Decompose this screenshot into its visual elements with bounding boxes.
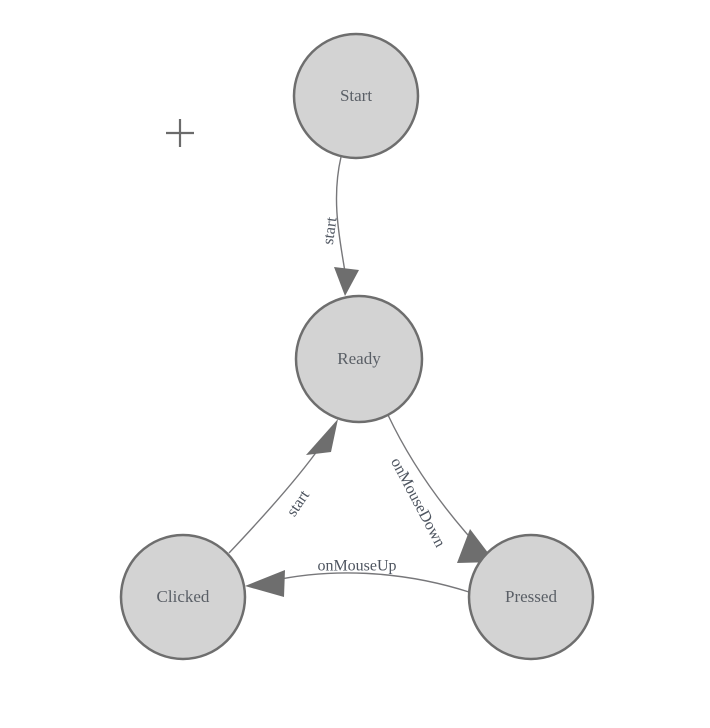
edge-pressed-to-clicked[interactable]: onMouseUp bbox=[245, 558, 470, 597]
node-start-label: Start bbox=[340, 86, 372, 105]
edge-clicked-to-ready-label: start bbox=[284, 487, 314, 520]
edge-start-to-ready-path bbox=[335, 156, 346, 273]
node-start[interactable]: Start bbox=[292, 32, 420, 160]
node-ready-label: Ready bbox=[337, 349, 381, 368]
node-ready[interactable]: Ready bbox=[294, 294, 424, 424]
edge-start-to-ready-arrowhead bbox=[334, 267, 359, 296]
edge-pressed-to-clicked-path bbox=[270, 572, 470, 593]
edge-clicked-to-ready-arrowhead bbox=[306, 419, 338, 455]
node-pressed-label: Pressed bbox=[505, 587, 557, 606]
node-clicked[interactable]: Clicked bbox=[119, 533, 247, 661]
edge-start-to-ready-label: start bbox=[320, 216, 341, 246]
edge-pressed-to-clicked-label: onMouseUp bbox=[317, 558, 396, 575]
edge-pressed-to-clicked-arrowhead bbox=[245, 570, 285, 597]
node-pressed[interactable]: Pressed bbox=[467, 533, 595, 661]
node-start-circle[interactable] bbox=[292, 32, 420, 160]
edge-start-to-ready[interactable]: start bbox=[320, 156, 359, 296]
node-clicked-circle[interactable] bbox=[119, 533, 247, 661]
edge-clicked-to-ready-path bbox=[228, 446, 321, 554]
node-ready-circle[interactable] bbox=[294, 294, 424, 424]
plus-crosshair-icon bbox=[166, 119, 194, 147]
node-pressed-circle[interactable] bbox=[467, 533, 595, 661]
edge-clicked-to-ready[interactable]: start bbox=[228, 419, 338, 554]
edge-ready-to-pressed[interactable]: onMouseDown bbox=[387, 414, 495, 563]
node-clicked-label: Clicked bbox=[157, 587, 210, 606]
